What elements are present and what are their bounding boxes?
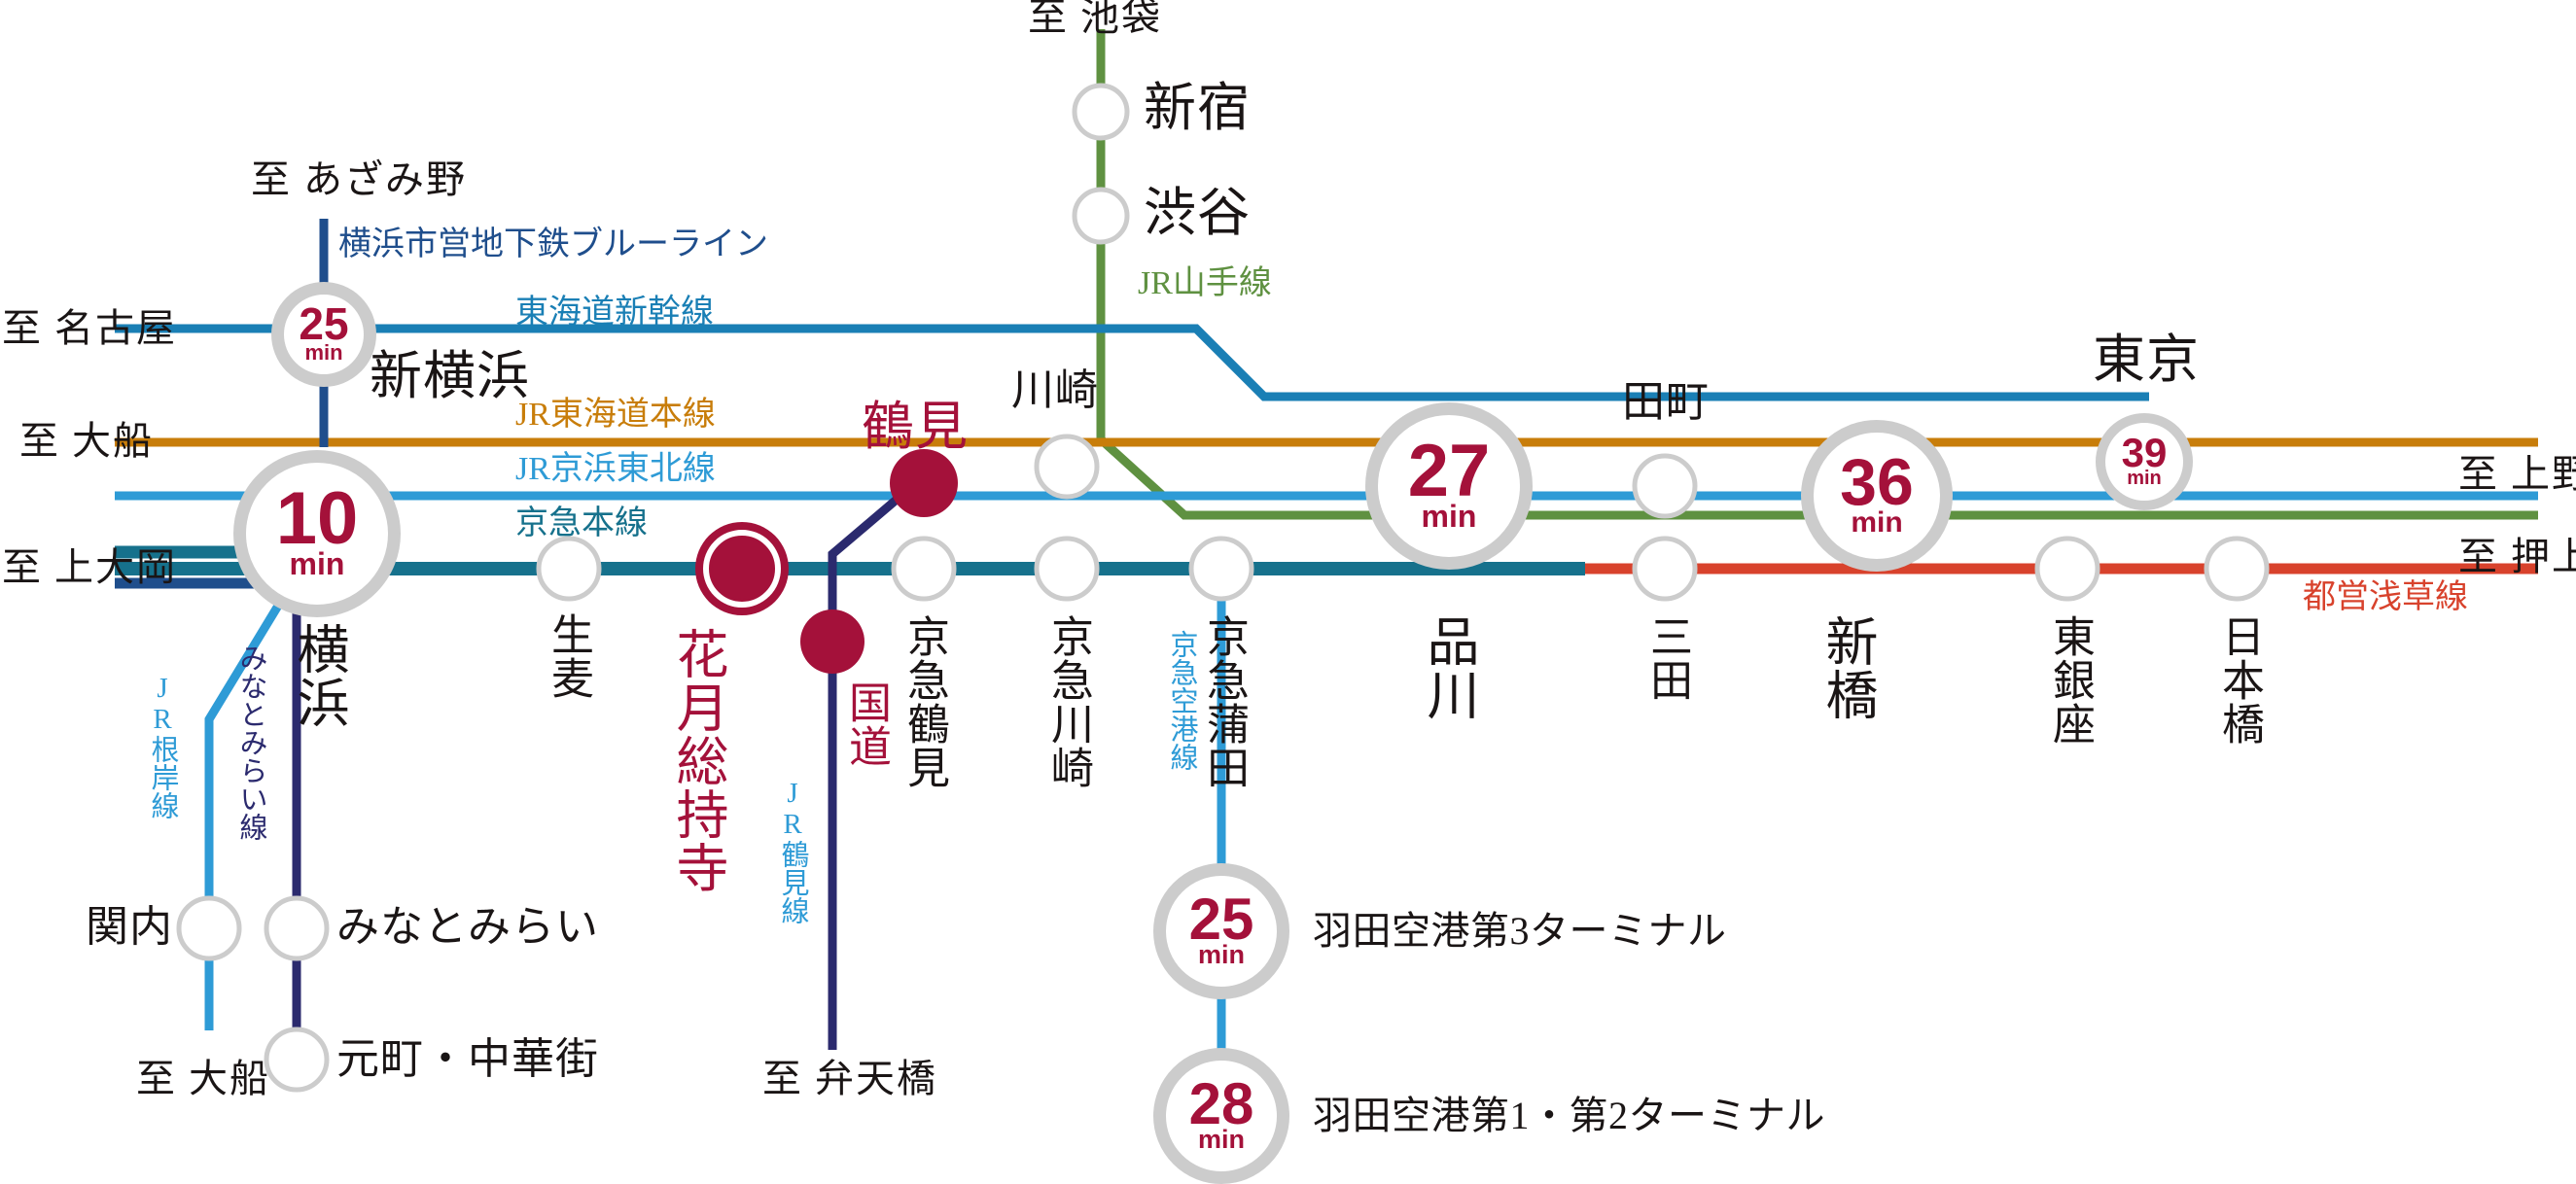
time-badge-shin-yokohama[interactable]: 25 min	[271, 282, 376, 387]
station-label-keikyu-kamata: 京急蒲田	[1200, 614, 1248, 789]
station-label-shibuya: 渋谷	[1144, 184, 1251, 242]
line-label-keikyu-honsen: 京急本線	[515, 505, 648, 541]
station-label-tsurumi: 鶴見	[862, 398, 969, 456]
station-dot-kannai[interactable]	[176, 895, 242, 961]
station-dot-kagetsu-sojiji-core	[712, 539, 772, 599]
station-dot-shibuya[interactable]	[1072, 187, 1130, 245]
station-label-minatomirai: みなとみらい	[336, 903, 599, 951]
station-dot-keikyu-kawasaki[interactable]	[1034, 536, 1100, 602]
station-dot-tsurumi[interactable]	[890, 449, 958, 517]
time-badge-tokyo[interactable]: 39 min	[2096, 413, 2193, 510]
time-badge-minutes: 25	[1188, 887, 1254, 953]
destination-label-ikebukuro: 至 池袋	[1028, 0, 1162, 39]
station-dot-tamachi[interactable]	[1632, 453, 1698, 519]
line-label-jr-negishi: JR根岸線	[147, 673, 178, 819]
time-badge-unit: min	[1421, 498, 1477, 534]
station-dot-motomachi-chukagai[interactable]	[264, 1027, 330, 1093]
station-label-haneda-t3: 羽田空港第3ターミナル	[1313, 909, 1727, 953]
station-dot-keikyu-tsurumi[interactable]	[891, 536, 957, 602]
destination-label-nagoya: 至 名古屋	[2, 306, 177, 350]
destination-label-oshiage: 至 押上	[2458, 535, 2576, 578]
time-badge-unit: min	[1197, 940, 1245, 970]
station-label-haneda-t1t2: 羽田空港第1・第2ターミナル	[1313, 1094, 1825, 1137]
line-label-toei-asakusa: 都営浅草線	[2303, 579, 2468, 615]
time-badge-yokohama[interactable]: 10 min	[233, 450, 401, 617]
station-label-nihombashi: 日本橋	[2215, 614, 2263, 746]
line-jr-tsurumi	[828, 472, 927, 1050]
station-dot-kawasaki[interactable]	[1034, 434, 1100, 500]
line-label-yokohama-subway-blue: 横浜市営地下鉄ブルーライン	[338, 226, 768, 262]
time-badge-unit: min	[2127, 468, 2162, 490]
line-label-jr-tsurumi: JR鶴見線	[777, 778, 808, 924]
station-label-namamugi: 生麦	[545, 612, 592, 700]
station-label-kokudo: 国道	[842, 680, 890, 768]
time-badge-minutes: 25	[299, 298, 349, 350]
time-badge-minutes: 39	[2121, 429, 2168, 475]
destination-label-bentenbashi: 至 弁天橋	[762, 1057, 937, 1100]
station-dot-higashi-ginza[interactable]	[2034, 536, 2100, 602]
destination-label-ofuna-top: 至 大船	[19, 419, 154, 463]
time-badge-haneda-t1t2[interactable]: 28 min	[1153, 1048, 1289, 1184]
time-badge-minutes: 36	[1840, 444, 1914, 519]
station-label-shimbashi: 新橋	[1817, 614, 1876, 721]
station-label-yokohama: 横浜	[289, 622, 347, 729]
station-label-shinjuku: 新宿	[1144, 79, 1251, 137]
time-badge-shimbashi[interactable]: 36 min	[1801, 420, 1953, 572]
station-label-higashi-ginza: 東銀座	[2046, 614, 2094, 746]
destination-label-azamino: 至 あざみ野	[251, 157, 467, 201]
station-label-kawasaki: 川崎	[1011, 366, 1099, 414]
line-label-jr-keihin-tohoku: JR京浜東北線	[515, 451, 716, 487]
station-label-keikyu-kawasaki: 京急川崎	[1044, 614, 1092, 789]
station-label-shinagawa: 品川	[1419, 614, 1477, 721]
time-badge-haneda-t3[interactable]: 25 min	[1153, 863, 1289, 999]
station-dot-kagetsu-sojiji-inner-ring	[703, 530, 781, 608]
station-dot-minatomirai[interactable]	[264, 895, 330, 961]
station-dot-keikyu-kamata[interactable]	[1188, 536, 1254, 602]
time-badge-minutes: 27	[1407, 430, 1491, 513]
time-badge-unit: min	[289, 545, 345, 581]
time-badge-minutes: 28	[1188, 1071, 1254, 1137]
line-tokaido-shinkansen	[115, 324, 2149, 401]
station-label-motomachi-chukagai: 元町・中華街	[336, 1035, 599, 1083]
line-label-minatomirai: みなとみらい線	[235, 644, 266, 841]
station-dot-namamugi[interactable]	[536, 536, 602, 602]
station-dot-mita[interactable]	[1632, 536, 1698, 602]
time-badge-minutes: 10	[275, 477, 359, 561]
station-label-tamachi: 田町	[1622, 378, 1710, 426]
destination-label-kamiooka: 至 上大岡	[2, 545, 177, 589]
station-dot-shinjuku[interactable]	[1072, 83, 1130, 141]
station-label-shin-yokohama: 新横浜	[370, 347, 530, 405]
destination-label-ofuna-bottom: 至 大船	[136, 1057, 270, 1100]
station-label-kannai: 関内	[86, 903, 173, 951]
station-dot-kokudo[interactable]	[800, 609, 865, 674]
station-label-tokyo: 東京	[2093, 331, 2200, 389]
station-label-kagetsu-sojiji: 花月総持寺	[668, 627, 726, 894]
line-label-tokaido-shinkansen: 東海道新幹線	[515, 295, 714, 331]
line-label-keikyu-airport: 京急空港線	[1166, 630, 1197, 771]
line-label-jr-tokaido-honsen: JR東海道本線	[515, 397, 716, 433]
station-dot-nihombashi[interactable]	[2204, 536, 2270, 602]
station-label-keikyu-tsurumi: 京急鶴見	[900, 614, 948, 789]
station-label-mita: 三田	[1643, 614, 1691, 702]
time-badge-shinagawa[interactable]: 27 min	[1365, 402, 1533, 570]
destination-label-ueno: 至 上野	[2458, 452, 2576, 496]
time-badge-unit: min	[1851, 506, 1903, 540]
time-badge-unit: min	[1197, 1125, 1245, 1155]
time-badge-unit: min	[304, 339, 343, 365]
line-label-jr-yamanote: JR山手線	[1138, 265, 1272, 301]
